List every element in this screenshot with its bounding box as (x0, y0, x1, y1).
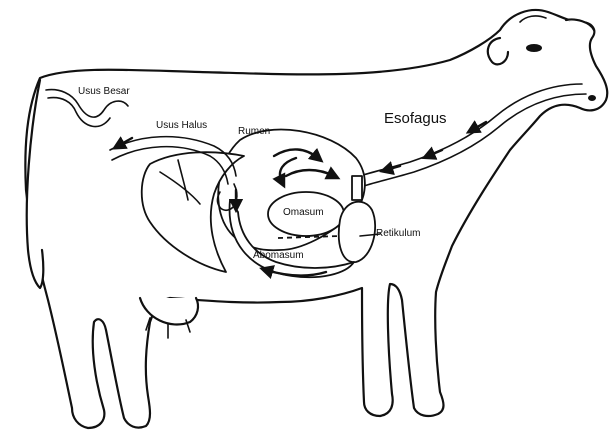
label-usus-besar: Usus Besar (78, 87, 130, 97)
label-omasum: Omasum (283, 208, 324, 218)
label-esofagus: Esofagus (384, 111, 447, 126)
label-usus-halus: Usus Halus (156, 121, 207, 131)
label-rumen: Rumen (238, 127, 270, 137)
label-retikulum: Retikulum (376, 229, 420, 239)
label-abomasum: Abomasum (253, 251, 304, 261)
